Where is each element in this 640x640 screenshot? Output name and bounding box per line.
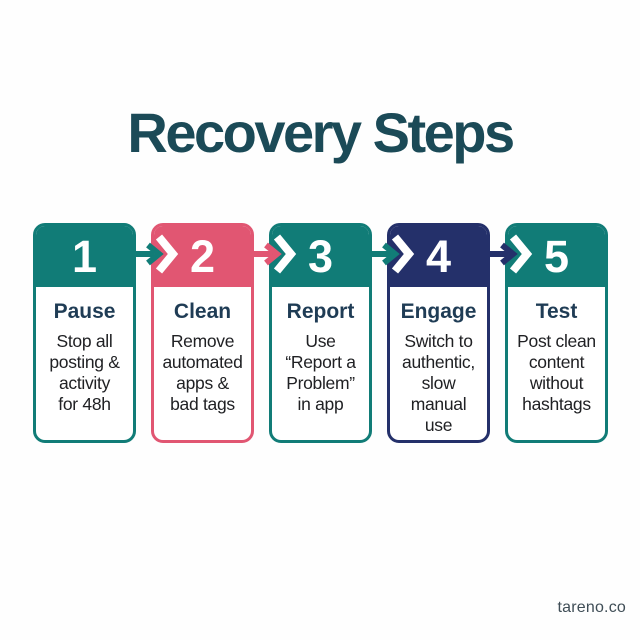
step-number: 5 — [543, 230, 570, 282]
step-title: Clean — [173, 300, 232, 323]
step-number: 2 — [189, 230, 216, 282]
step-title: Engage — [400, 300, 477, 323]
arrow-right-icon — [488, 234, 533, 274]
step-number: 4 — [425, 230, 452, 282]
step-title: Report — [286, 300, 355, 323]
steps-row: 1 Pause Stop all posting & activity for … — [33, 223, 608, 443]
step-card-report: 3 Report Use “Report a Problem” in app — [269, 223, 372, 443]
step-description: Switch to authentic, slow manual use — [402, 331, 475, 435]
watermark: tareno.co — [557, 599, 626, 616]
step-title: Test — [535, 300, 578, 323]
step-card-pause: 1 Pause Stop all posting & activity for … — [33, 223, 136, 443]
step-description: Remove automated apps & bad tags — [162, 331, 243, 414]
arrow-right-icon — [370, 234, 415, 274]
step-description: Stop all posting & activity for 48h — [49, 331, 120, 414]
step-card-clean: 2 Clean Remove automated apps & bad tags — [151, 223, 254, 443]
step-number: 1 — [71, 230, 98, 282]
arrow-right-icon — [252, 234, 297, 274]
page-title: Recovery Steps — [127, 101, 515, 164]
arrow-right-icon — [134, 234, 179, 274]
step-number: 3 — [307, 230, 334, 282]
step-description: Use “Report a Problem” in app — [285, 331, 356, 414]
step-number-badge: 1 — [36, 226, 133, 287]
step-title: Pause — [53, 300, 116, 323]
step-description: Post clean content without hashtags — [517, 331, 596, 414]
